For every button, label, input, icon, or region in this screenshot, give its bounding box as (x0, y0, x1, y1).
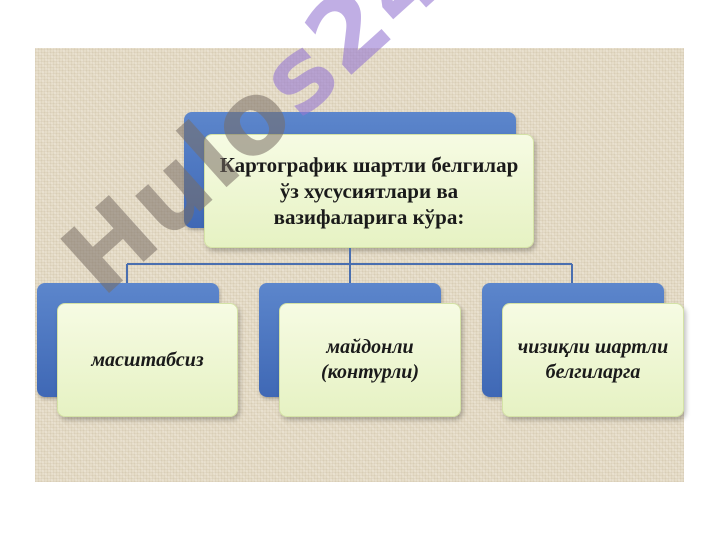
child-node-label-3: чизиқли шартли белгиларга (517, 336, 669, 383)
root-node-label: Картографик шартли белгилар ўз хусусиятл… (219, 153, 519, 229)
child-node-2: майдонли (контурли) (279, 303, 461, 417)
child-node-3: чизиқли шартли белгиларга (502, 303, 684, 417)
child-node-label-1: масштабсиз (91, 348, 204, 371)
root-node: Картографик шартли белгилар ўз хусусиятл… (204, 134, 534, 248)
child-node-1: масштабсиз (57, 303, 238, 417)
child-node-label-2: майдонли (контурли) (320, 336, 420, 383)
